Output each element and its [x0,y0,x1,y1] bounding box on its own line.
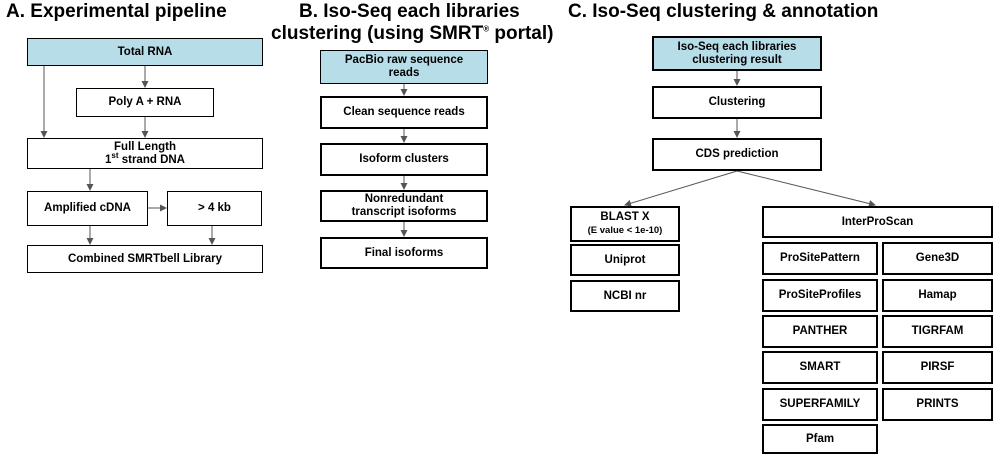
registered-mark: ® [483,24,490,34]
ncbi-nr-box: NCBI nr [570,280,680,312]
combined-smrtbell-label: Combined SMRTbell Library [68,252,222,265]
clean-reads-label: Clean sequence reads [343,106,465,118]
isoform-clusters-label: Isoform clusters [359,153,449,165]
tigrfam-box: TIGRFAM [882,315,993,348]
pirsf-label: PIRSF [920,361,955,373]
superfamily-label: SUPERFAMILY [779,398,861,410]
amplified-cdna-box: Amplified cDNA [27,191,148,226]
panel-b-title-suffix: portal) [489,23,554,44]
first-strand-number: 1 [105,153,112,166]
panel-b-title-line2: clustering (using SMRT® portal) [271,23,553,45]
prositepattern-label: ProSitePattern [780,252,860,264]
uniprot-box: Uniprot [570,244,680,276]
gene3d-box: Gene3D [882,242,993,275]
amplified-cdna-label: Amplified cDNA [44,202,131,214]
clustering-result-label-2: clustering result [692,53,782,66]
pacbio-raw-reads-box: PacBio raw sequence reads [320,50,488,84]
interproscan-box: InterProScan [762,206,993,238]
blastx-box: BLAST X (E value < 1e-10) [570,206,680,242]
combined-smrtbell-box: Combined SMRTbell Library [27,245,263,273]
evalue-label: (E value < 1e-10) [587,225,663,236]
panel-b-title-line1: B. Iso-Seq each libraries [299,1,520,22]
first-strand-suffix: st [111,150,119,160]
nonredundant-isoforms-box: Nonredundant transcript isoforms [320,190,488,222]
clustering-result-label-1: Iso-Seq each libraries [677,40,797,53]
poly-a-rna-label: Poly A + RNA [108,96,182,108]
prositeprofiles-label: ProSiteProfiles [778,289,862,301]
pacbio-reads-label: reads [388,67,420,79]
pirsf-box: PIRSF [882,351,993,384]
smart-label: SMART [799,361,841,373]
clustering-result-box: Iso-Seq each libraries clustering result [652,36,822,71]
total-rna-label: Total RNA [117,45,173,58]
panel-b-title-text: clustering (using SMRT [271,23,484,44]
pfam-label: Pfam [805,432,835,445]
panel-c-title: C. Iso-Seq clustering & annotation [568,1,879,22]
nonredundant-label: Nonredundant [364,193,444,205]
gt-4kb-box: > 4 kb [167,191,262,226]
smart-box: SMART [762,351,878,384]
pfam-box: Pfam [762,424,878,454]
panther-box: PANTHER [762,315,878,348]
gene3d-label: Gene3D [915,252,960,264]
pacbio-raw-label: PacBio raw sequence [344,54,464,66]
clustering-box: Clustering [652,86,822,119]
prositepattern-box: ProSitePattern [762,242,878,275]
prints-box: PRINTS [882,388,993,421]
superfamily-box: SUPERFAMILY [762,388,878,421]
isoform-clusters-box: Isoform clusters [320,143,488,176]
gt-4kb-label: > 4 kb [198,202,231,214]
blastx-label: BLAST X [600,211,650,223]
first-strand-rest: strand DNA [118,153,185,166]
ncbi-nr-label: NCBI nr [603,289,647,302]
cds-prediction-label: CDS prediction [695,148,779,160]
prints-label: PRINTS [916,398,959,410]
panel-a-title: A. Experimental pipeline [6,1,227,22]
final-isoforms-label: Final isoforms [364,246,444,259]
final-isoforms-box: Final isoforms [320,237,488,269]
interproscan-label: InterProScan [841,215,914,228]
tigrfam-label: TIGRFAM [911,325,964,337]
uniprot-label: Uniprot [604,253,646,266]
prositeprofiles-box: ProSiteProfiles [762,279,878,312]
first-strand-label: 1st strand DNA [105,150,185,167]
total-rna-box: Total RNA [27,38,263,66]
full-length-label: Full Length [114,140,176,153]
hamap-label: Hamap [918,289,957,301]
clean-reads-box: Clean sequence reads [320,96,488,129]
clustering-label: Clustering [708,96,766,108]
transcript-isoforms-label: transcript isoforms [351,206,457,218]
cds-prediction-box: CDS prediction [652,138,822,171]
full-length-box: Full Length 1st strand DNA [27,138,263,169]
poly-a-rna-box: Poly A + RNA [76,88,214,117]
hamap-box: Hamap [882,279,993,312]
panther-label: PANTHER [792,325,848,337]
